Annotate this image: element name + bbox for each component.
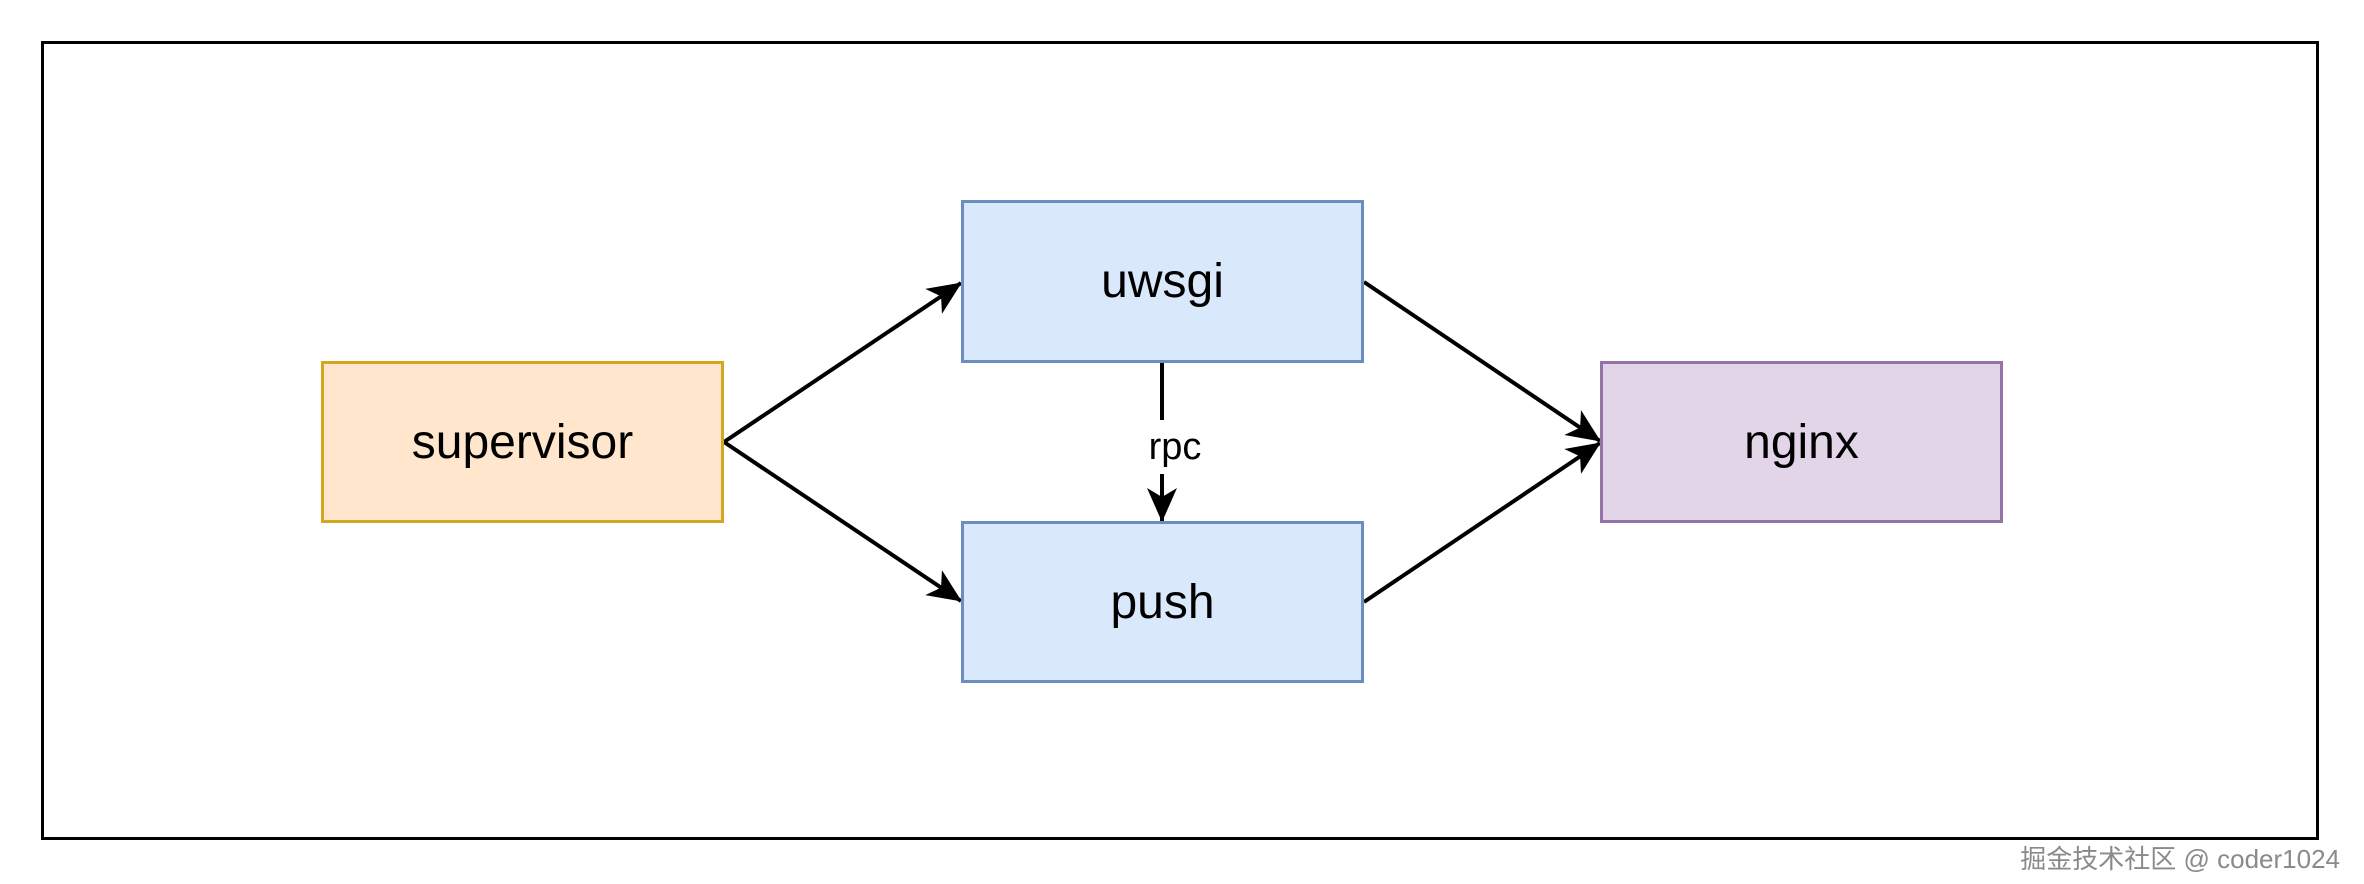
- edge-supervisor-uwsgi: [722, 281, 963, 444]
- node-nginx: nginx: [1600, 361, 2003, 523]
- node-push-label: push: [1110, 575, 1215, 629]
- node-push: push: [961, 521, 1364, 683]
- edge-uwsgi-nginx: [1362, 280, 1602, 443]
- node-supervisor: supervisor: [321, 361, 724, 523]
- node-uwsgi-label: uwsgi: [1101, 255, 1224, 308]
- edge-push-nginx: [1362, 441, 1602, 604]
- node-nginx-label: nginx: [1744, 415, 1859, 469]
- edge-rpc-label: rpc: [1132, 420, 1218, 474]
- watermark: 掘金技术社区 @ coder1024: [2020, 844, 2340, 874]
- edge-supervisor-push: [722, 440, 963, 603]
- node-supervisor-label: supervisor: [411, 415, 634, 469]
- diagram-frame: [41, 41, 2319, 840]
- node-uwsgi: uwsgi: [961, 200, 1364, 363]
